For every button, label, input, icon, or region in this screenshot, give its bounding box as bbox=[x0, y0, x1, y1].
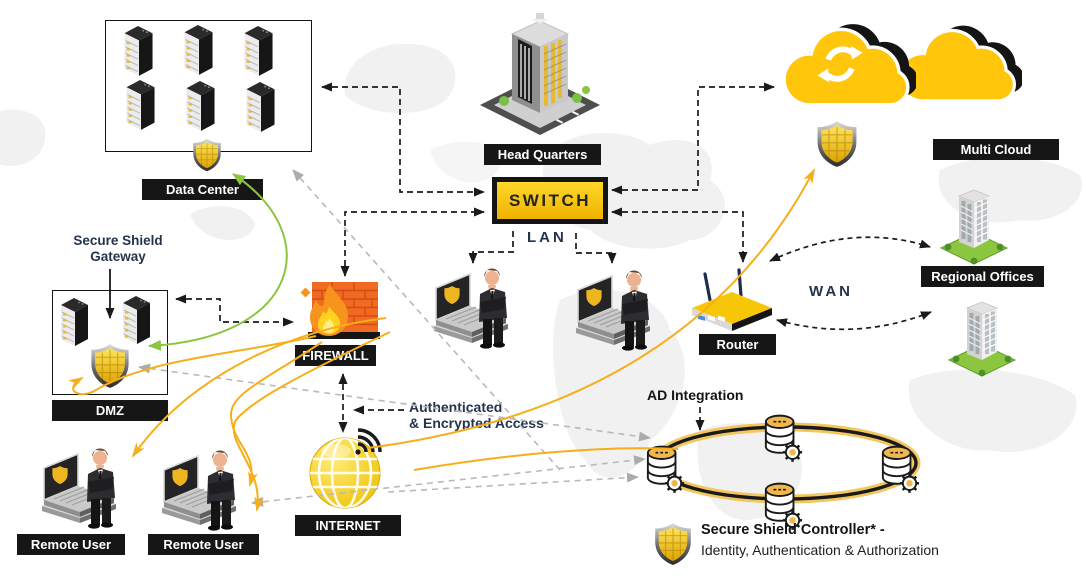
ad-integration-label: AD Integration bbox=[647, 387, 744, 403]
wire-internet-controller bbox=[387, 472, 639, 493]
server-rack-icon bbox=[122, 296, 152, 346]
multi-cloud-label: Multi Cloud bbox=[933, 139, 1059, 160]
firewall-flame-icon bbox=[300, 282, 380, 339]
server-rack-icon bbox=[184, 25, 214, 77]
security-shield-icon bbox=[654, 522, 692, 566]
wire-lan-user2 bbox=[575, 233, 617, 264]
server-rack-icon bbox=[244, 26, 274, 78]
lan-label: LAN bbox=[527, 229, 567, 246]
security-shield-icon bbox=[90, 343, 130, 389]
data-center-label: Data Center bbox=[142, 179, 263, 200]
dmz-label: DMZ bbox=[52, 400, 168, 421]
wire-dmz-firewall bbox=[175, 294, 294, 327]
firewall-label: FIREWALL bbox=[295, 345, 376, 366]
wire-wan-lower bbox=[776, 311, 932, 331]
security-shield-icon bbox=[192, 138, 222, 172]
controller-title: Secure Shield Controller* - bbox=[701, 522, 885, 538]
head-quarters-label: Head Quarters bbox=[484, 144, 601, 165]
wire-switch-router bbox=[611, 207, 748, 263]
secure-shield-gateway-label: Secure Shield Gateway bbox=[73, 233, 163, 264]
wan-label: WAN bbox=[809, 283, 853, 300]
user-with-laptop-icon bbox=[428, 264, 524, 352]
server-rack-icon bbox=[246, 82, 276, 134]
regional-offices-label: Regional Offices bbox=[921, 266, 1044, 287]
headquarters-building-icon bbox=[480, 13, 600, 135]
internet-label: INTERNET bbox=[295, 515, 401, 536]
server-rack-icon bbox=[186, 81, 216, 133]
database-gear-icon bbox=[645, 444, 685, 494]
office-tower-icon bbox=[936, 186, 1012, 266]
server-rack-icon bbox=[124, 26, 154, 78]
wire-wan-upper bbox=[769, 236, 931, 262]
cloud-sync-icon bbox=[768, 18, 916, 121]
router-icon bbox=[692, 268, 772, 331]
server-rack-icon bbox=[126, 80, 156, 132]
controller-subtitle: Identity, Authentication & Authorization bbox=[701, 542, 939, 558]
database-gear-icon bbox=[763, 413, 803, 463]
user-with-laptop-icon bbox=[570, 266, 666, 354]
authenticated-access-label: Authenticated & Encrypted Access bbox=[409, 399, 544, 431]
user-with-laptop-icon bbox=[156, 446, 252, 534]
remote-user-label: Remote User bbox=[17, 534, 125, 555]
wire-dmz-controller bbox=[138, 363, 651, 442]
database-gear-icon bbox=[880, 444, 920, 494]
wire-switch-cloud bbox=[611, 82, 775, 195]
wifi-signal-icon bbox=[355, 428, 382, 455]
wire-lan-user1 bbox=[468, 231, 514, 264]
switch-node: SWITCH bbox=[492, 177, 608, 224]
server-rack-icon bbox=[60, 298, 90, 348]
user-with-laptop-icon bbox=[36, 444, 132, 532]
security-shield-icon bbox=[816, 120, 858, 168]
remote-user-label: Remote User bbox=[148, 534, 259, 555]
office-tower-icon bbox=[944, 298, 1020, 378]
router-label: Router bbox=[699, 334, 776, 355]
wire-datacenter-switch bbox=[321, 82, 485, 197]
wire-internet-ring bbox=[413, 447, 679, 471]
